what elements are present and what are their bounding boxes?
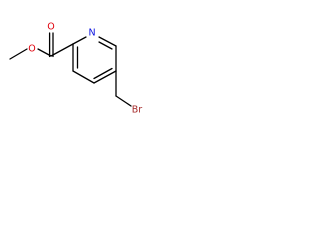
molecule-structure-diagram: O O N Br [0,0,150,150]
bond-methyl-ester-oxygen [9,48,28,60]
bond-carbonyl-ring [50,43,74,57]
canvas-background [0,0,150,150]
bond-ring-c2-n1 [72,36,87,45]
bond-ch2-bromine [115,95,132,107]
carbonyl-oxygen-label: O [47,22,54,33]
bromine-label: Br [132,105,143,116]
bond-ring-n1-c6-inner [98,41,113,50]
bond-ester-oxygen-carbonyl-carbon [37,48,52,57]
bond-ring-c5-c4 [93,70,117,84]
bond-ring-c4-c3 [72,70,95,84]
ring-nitrogen-label: N [88,28,95,39]
bond-ring-c5-c4-inner [93,67,113,80]
bond-ring-n1-c6 [98,36,117,47]
ester-oxygen-label: O [28,44,35,55]
